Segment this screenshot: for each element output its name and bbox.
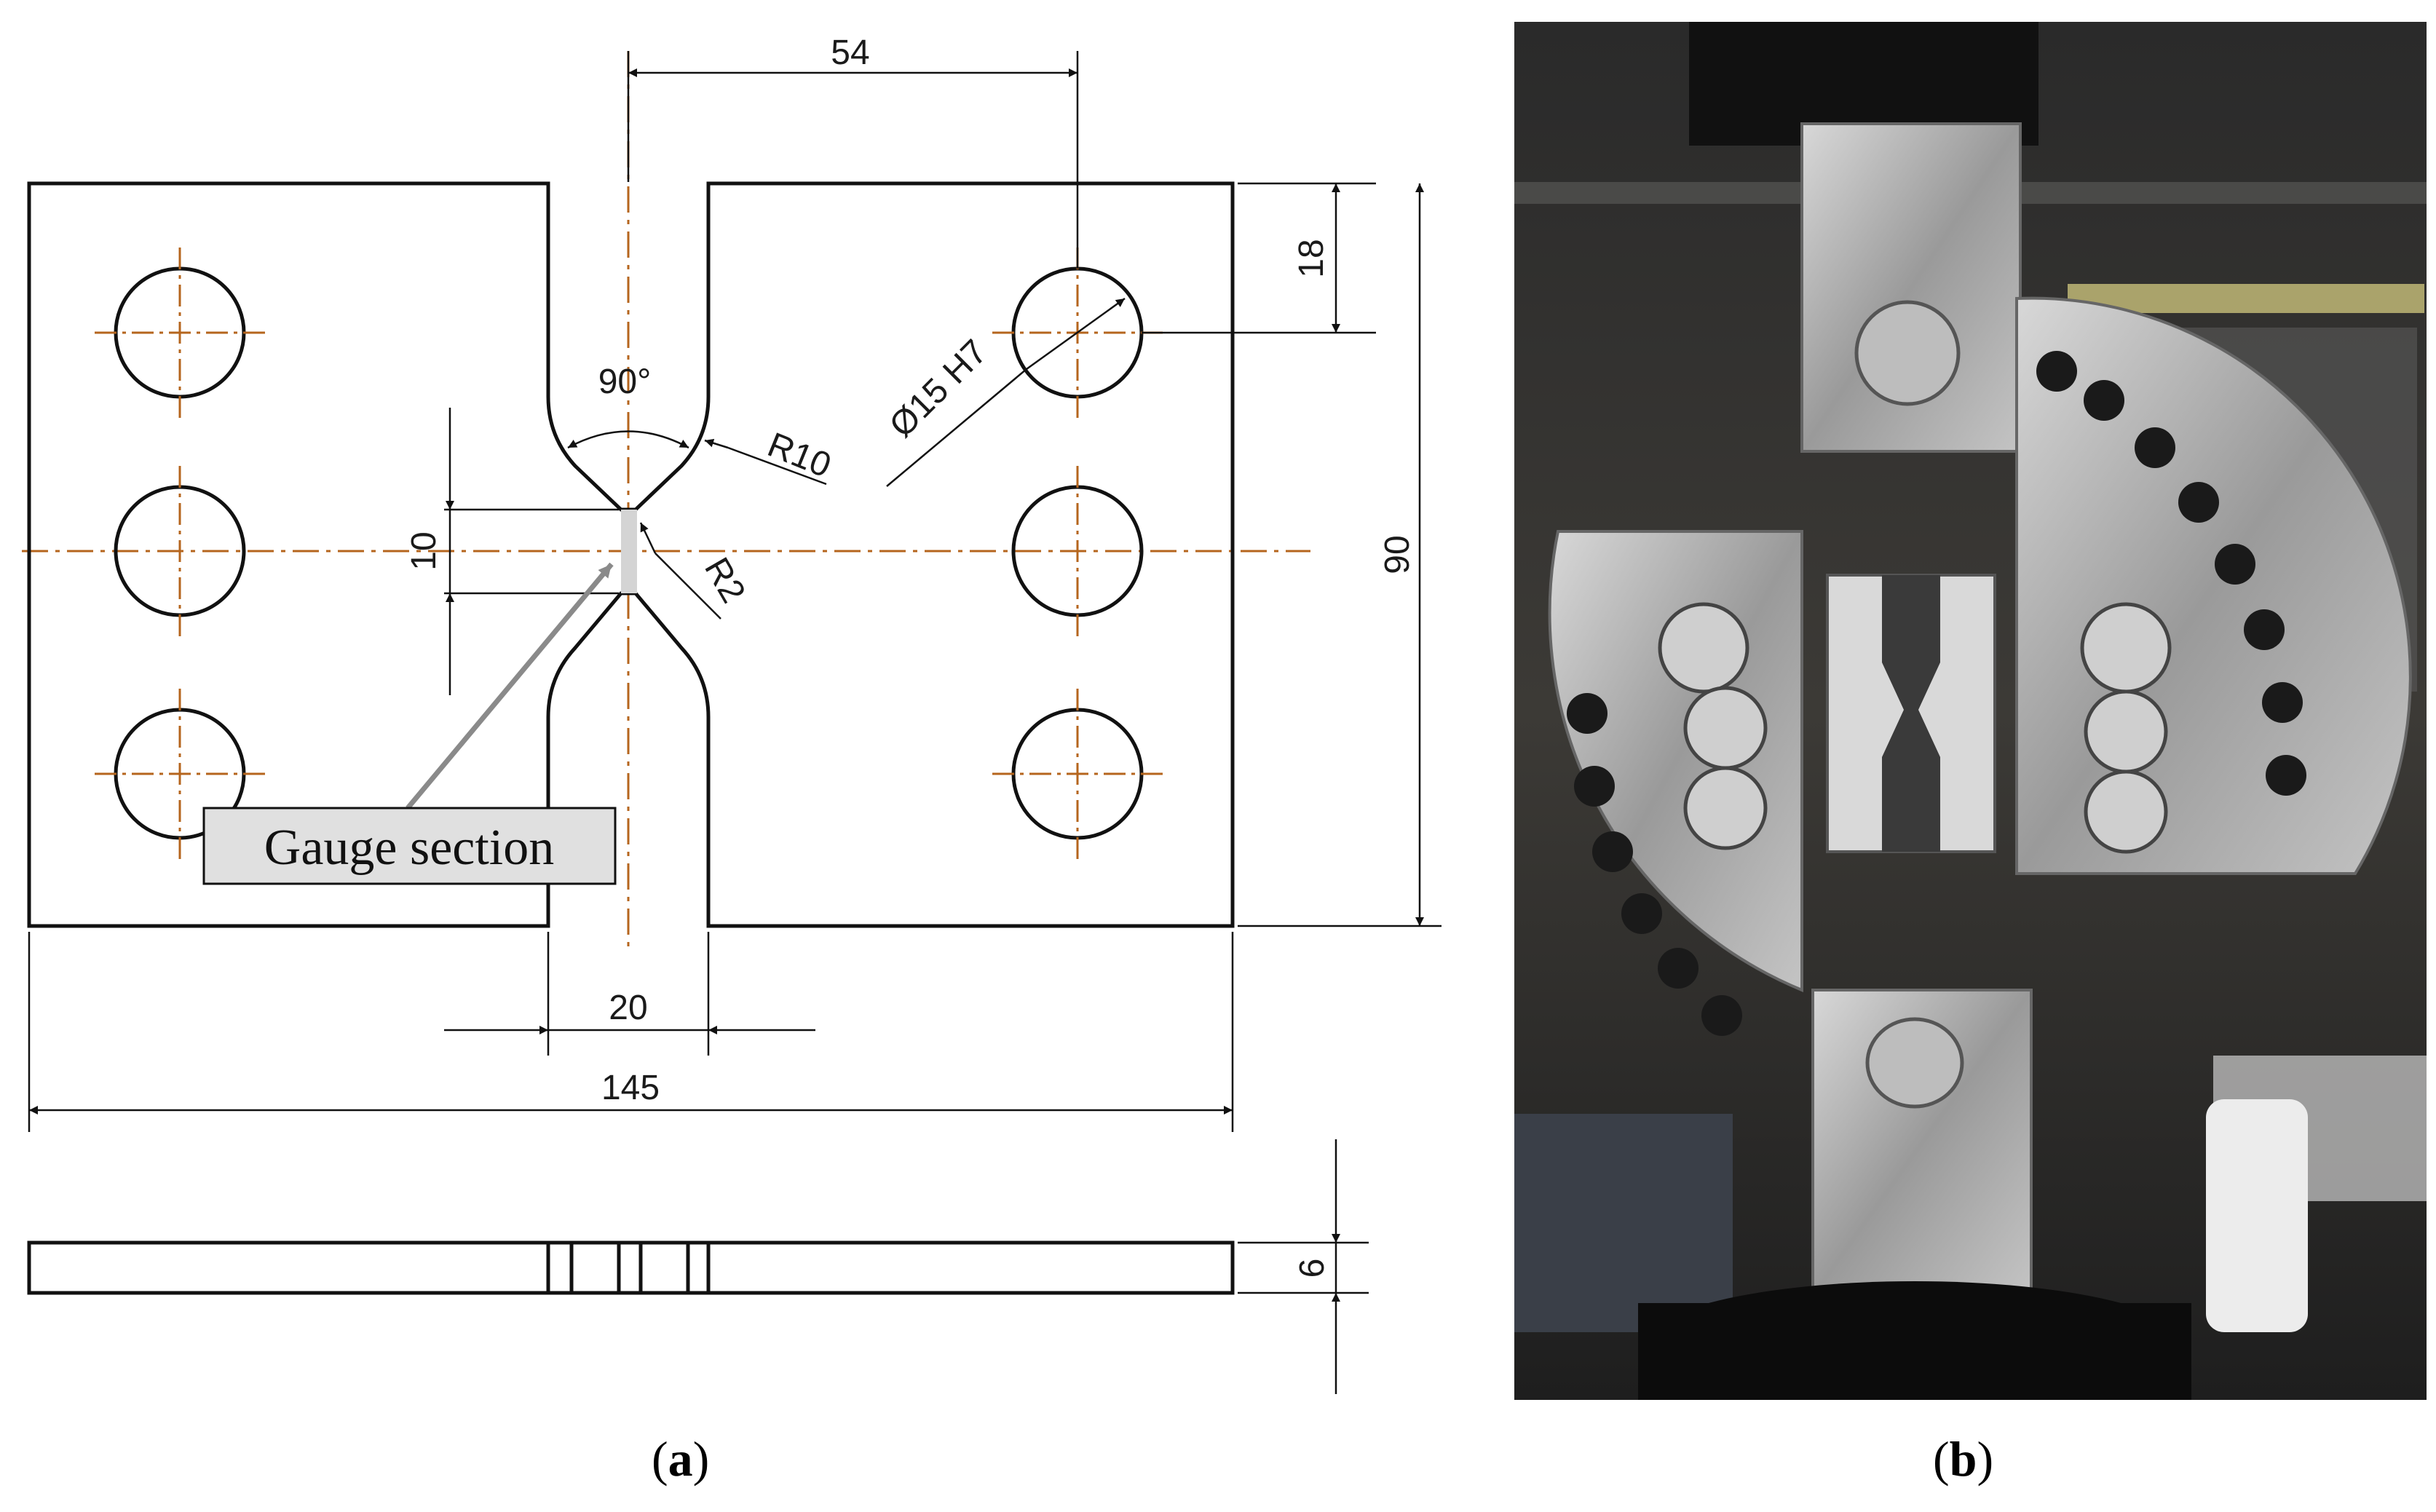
- hole-right-middle: [1011, 466, 1144, 636]
- caption-b-letter: b: [1949, 1431, 1977, 1487]
- dim-gauge-length: 10: [405, 531, 443, 570]
- hole-right-bottom: [992, 689, 1163, 859]
- dim-notch-radius: R10: [762, 426, 837, 486]
- centerlines: [22, 51, 1310, 954]
- caption-a: (a): [652, 1430, 709, 1488]
- dim-height: 90: [1378, 535, 1417, 574]
- gauge-section-region: [621, 510, 637, 593]
- caption-a-close: ): [692, 1431, 710, 1487]
- dim-top-offset: 18: [1292, 239, 1331, 277]
- caption-a-letter: a: [668, 1431, 693, 1487]
- dim-tip-radius: R2: [697, 551, 753, 609]
- callout-arrow: [406, 562, 614, 810]
- caption-b: (b): [1933, 1430, 1993, 1488]
- side-view: [27, 1240, 1235, 1295]
- dim-length: 145: [601, 1069, 660, 1107]
- specimen-plate-outline: [27, 181, 1235, 928]
- hole-left-top: [95, 248, 265, 418]
- dim-hole-diameter: Ø15 H7: [882, 333, 994, 445]
- dim-slot-width: 20: [609, 989, 647, 1027]
- dim-notch-angle: 90°: [598, 363, 652, 401]
- caption-b-open: (: [1933, 1431, 1950, 1487]
- dim-thickness: 6: [1293, 1259, 1332, 1278]
- hole-left-middle: [114, 466, 246, 636]
- dim-hole-spacing: 54: [831, 33, 869, 72]
- hole-left-bottom: [95, 689, 265, 859]
- caption-a-open: (: [652, 1431, 668, 1487]
- caption-b-close: ): [1977, 1431, 1994, 1487]
- callout-label: Gauge section: [264, 820, 554, 876]
- dimension-lines: [28, 51, 1442, 1394]
- test-fixture-photo: [1514, 22, 2427, 1400]
- callout-box: [202, 807, 617, 885]
